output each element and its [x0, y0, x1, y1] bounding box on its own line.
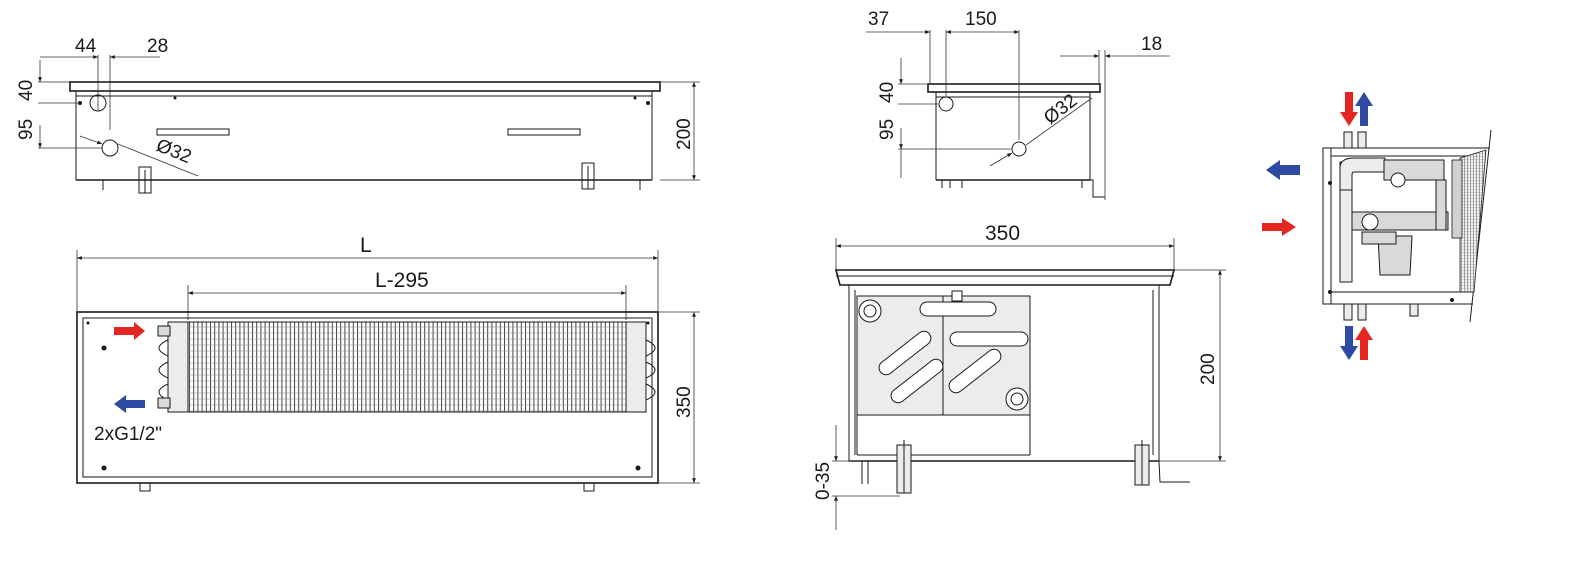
dim-0-35: 0-35: [813, 462, 834, 500]
return-left-arrow-icon: [1266, 160, 1300, 180]
pipe-hole-icon: [1011, 141, 1027, 157]
connection-detail-view: [1262, 92, 1492, 360]
dim-37: 37: [868, 9, 889, 30]
dim-28: 28: [147, 36, 168, 57]
cross-section-view: 350 200: [813, 222, 1226, 530]
return-arrow-icon: [114, 395, 145, 413]
dim-95-end: 95: [877, 119, 898, 140]
dim-diameter-32-end: Ø32: [1040, 90, 1081, 129]
dim-44: 44: [75, 36, 97, 57]
pipe-hole-icon: [101, 139, 119, 157]
end-elevation-view: 37 150 18 95 40 Ø32: [866, 9, 1170, 200]
dim-40: 40: [16, 80, 37, 101]
dim-200-section: 200: [1198, 353, 1219, 385]
dim-L: L: [360, 234, 372, 257]
side-elevation-view: 44 28 95 40 Ø32 200: [16, 36, 700, 194]
dim-diameter-32: Ø32: [153, 135, 194, 168]
dim-18: 18: [1141, 34, 1162, 55]
connection-label: 2xG1/2": [94, 424, 162, 445]
dim-95: 95: [16, 119, 37, 140]
return-up-arrow-icon: [1355, 92, 1373, 126]
supply-arrow-icon: [114, 322, 145, 340]
dim-200-left: 200: [674, 118, 695, 150]
dim-150: 150: [965, 9, 997, 30]
supply-down-arrow-icon: [1340, 92, 1358, 126]
return-down-arrow-icon: [1340, 326, 1358, 360]
supply-up-arrow-icon: [1355, 326, 1373, 360]
heat-exchanger: [185, 321, 629, 413]
dim-350-section: 350: [985, 222, 1020, 245]
plan-view: L L-295 2xG1/2" 350: [76, 234, 700, 492]
dim-L-295: L-295: [375, 269, 429, 292]
pipe-hole-icon: [938, 96, 954, 112]
dim-40-end: 40: [877, 82, 898, 103]
supply-right-arrow-icon: [1262, 218, 1296, 236]
dim-350-plan: 350: [674, 386, 695, 418]
